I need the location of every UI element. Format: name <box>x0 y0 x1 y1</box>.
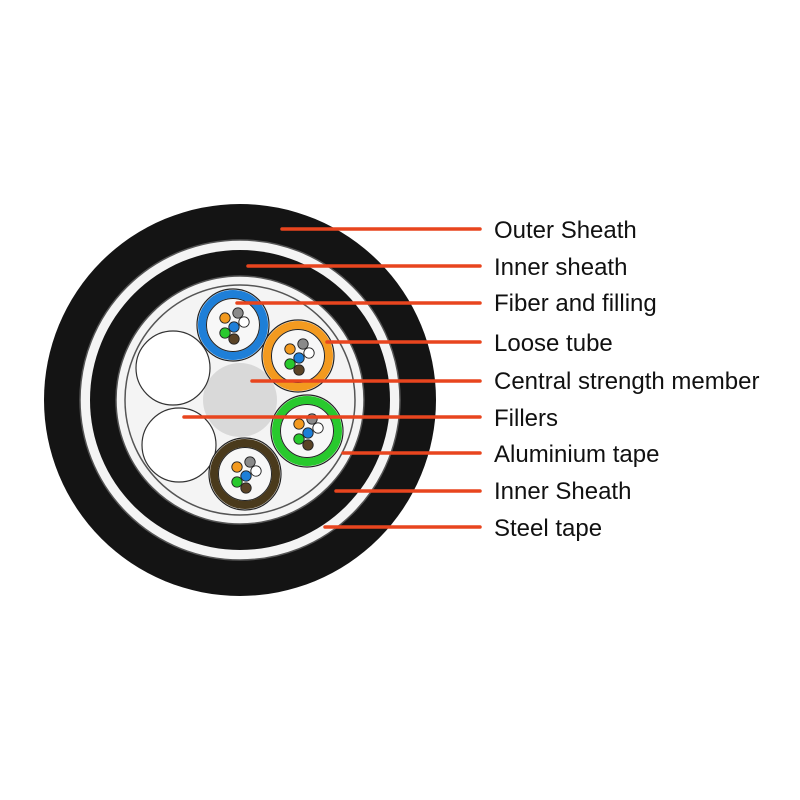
label-steel-tape: Steel tape <box>494 515 602 542</box>
fiber <box>240 482 252 494</box>
fiber <box>297 338 309 350</box>
fiber <box>293 418 305 430</box>
fiber <box>228 321 240 333</box>
fiber <box>232 307 244 319</box>
fiber <box>302 427 314 439</box>
fiber <box>250 465 262 477</box>
loose-tube-ring <box>198 290 268 360</box>
cable-body <box>44 204 436 596</box>
filler <box>135 330 211 406</box>
label-inner-sheath-2: Inner Sheath <box>494 478 631 505</box>
central-strength-member <box>203 363 277 437</box>
label-loose-tube: Loose tube <box>494 330 613 357</box>
fiber <box>231 476 243 488</box>
leader-lines <box>182 227 482 529</box>
fiber <box>312 422 324 434</box>
fiber <box>284 343 296 355</box>
filler <box>141 407 217 483</box>
label-fillers: Fillers <box>494 405 558 432</box>
fiber <box>302 439 314 451</box>
label-inner-sheath: Inner sheath <box>494 254 627 281</box>
label-outer-sheath: Outer Sheath <box>494 217 637 244</box>
labels: Outer Sheath Inner sheath Fiber and fill… <box>494 217 759 542</box>
fiber <box>238 316 250 328</box>
label-aluminium-tape: Aluminium tape <box>494 441 659 468</box>
fiber <box>219 327 231 339</box>
fiber <box>284 358 296 370</box>
fiber <box>244 456 256 468</box>
fiber <box>303 347 315 359</box>
fiber <box>293 352 305 364</box>
fiber <box>293 433 305 445</box>
fiber <box>219 312 231 324</box>
loose-tube-ring <box>272 396 342 466</box>
loose-tube-ring <box>263 321 333 391</box>
fiber <box>293 364 305 376</box>
loose-tube-ring <box>210 439 280 509</box>
loose-tubes <box>196 288 344 511</box>
fiber <box>228 333 240 345</box>
label-central-strength-member: Central strength member <box>494 368 759 395</box>
fiber <box>231 461 243 473</box>
fiber <box>240 470 252 482</box>
label-fiber-and-filling: Fiber and filling <box>494 290 657 317</box>
